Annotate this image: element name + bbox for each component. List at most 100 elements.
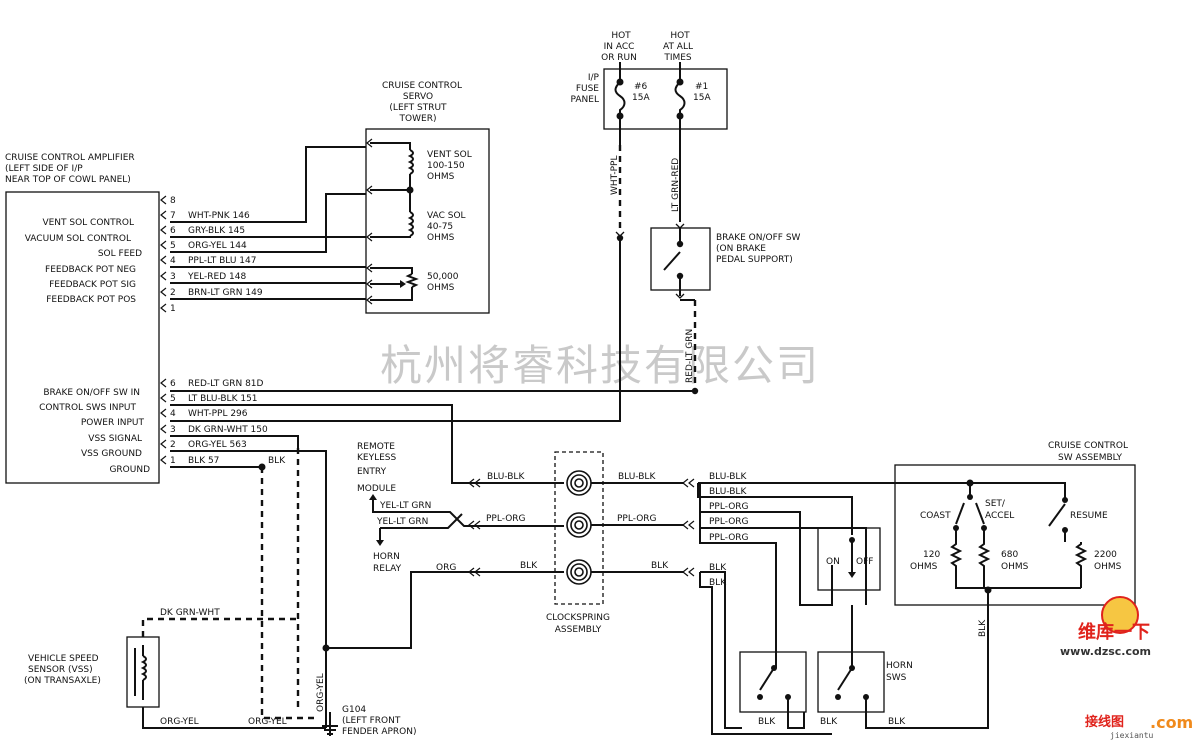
wire-wht-pnk-146 — [170, 146, 366, 223]
wire-label-org: ORG — [436, 563, 456, 573]
sw-distribution-wires — [697, 482, 1066, 735]
logo-com: .com — [1150, 713, 1193, 732]
horn-sw-1-box — [739, 651, 807, 713]
ip-fuse-panel: I/P FUSE PANEL HOT IN ACC OR RUN HOT AT … — [170, 31, 728, 422]
wire-label-yel-lt-grn-2: YEL-LT GRN — [376, 517, 428, 527]
servo-junction — [406, 186, 414, 194]
r2-label-2: OHMS — [1001, 562, 1029, 572]
horn-blk-2: BLK — [820, 717, 838, 727]
on-off-box — [817, 527, 881, 591]
watermark: 杭州将睿科技有限公司 — [380, 341, 820, 390]
pin-upper-1: 1 — [170, 304, 176, 314]
servo-title-2: SERVO — [403, 92, 433, 102]
hot-acc-1: HOT — [611, 31, 631, 41]
rke-arrow — [369, 494, 377, 500]
clockspring-title-1: CLOCKSPRING — [546, 613, 610, 623]
wire-yel-lt-grn-to-horn — [380, 513, 463, 529]
on-off-arrow — [848, 572, 856, 578]
wire-label-dk-grn-wht-horiz: DK GRN-WHT — [160, 608, 220, 618]
pin-lower-2: 2 — [170, 440, 176, 450]
amp-label-ground: GROUND — [109, 465, 150, 475]
horn-sw-2-blade — [837, 667, 853, 691]
ground-desc-2: FENDER APRON) — [342, 727, 417, 737]
vac-sol-label-2: 40-75 — [427, 222, 453, 232]
vss-title-2: SENSOR (VSS) — [28, 665, 93, 675]
amp-connector-chevrons — [160, 195, 167, 465]
wire-label-red-lt-grn-vert: RED-LT GRN — [685, 329, 695, 383]
horn-relay-arrow — [376, 540, 384, 546]
amp-label-sol-feed: SOL FEED — [98, 249, 142, 259]
wire-label-org-yel-vert: ORG-YEL — [316, 673, 326, 712]
vent-sol-label-2: 100-150 — [427, 161, 465, 171]
amp-lower-wires: BLK ORG-YEL — [170, 404, 564, 728]
cs-left-blk: BLK — [520, 561, 538, 571]
horn-sw-grounds — [787, 697, 880, 729]
vss-title-1: VEHICLE SPEED — [28, 654, 99, 664]
brake-sw-title-1: BRAKE ON/OFF SW — [716, 233, 801, 243]
horn-relay-2: RELAY — [373, 564, 402, 574]
wire-label-brn-lt-grn-149: BRN-LT GRN 149 — [188, 288, 263, 298]
servo-title-1: CRUISE CONTROL — [382, 81, 462, 91]
amp-label-brake-sw-in: BRAKE ON/OFF SW IN — [43, 388, 140, 398]
hot-all-2: AT ALL — [663, 42, 693, 52]
pot-top — [370, 267, 413, 274]
servo-vent-top — [370, 142, 411, 150]
sw-in-blk-1: BLK — [709, 563, 727, 573]
ground-desc-1: (LEFT FRONT — [342, 716, 401, 726]
off-label: OFF — [856, 557, 873, 567]
hot-all-1: HOT — [670, 31, 690, 41]
wire-label-red-lt-grn-81d: RED-LT GRN 81D — [188, 379, 264, 389]
vehicle-speed-sensor: VEHICLE SPEED SENSOR (VSS) (ON TRANSAXLE… — [24, 571, 564, 729]
sw-assembly-title-2: SW ASSEMBLY — [1058, 453, 1123, 463]
pot-wiper-arrow — [400, 280, 406, 288]
clockspring-title-2: ASSEMBLY — [555, 625, 602, 635]
wire-org-yel-144 — [170, 193, 366, 253]
wire-label-org-yel-144: ORG-YEL 144 — [188, 241, 247, 251]
servo-vac-bottom — [370, 236, 411, 238]
fuse-panel-title-1: I/P — [588, 73, 600, 83]
vss-coil — [140, 655, 147, 681]
pin-lower-5: 5 — [170, 394, 176, 404]
org-yel-bottom-wire — [142, 707, 326, 729]
wire-label-yel-lt-grn-1: YEL-LT GRN — [379, 501, 431, 511]
fuse-6-amps: 15A — [632, 93, 650, 103]
wire-label-lt-grn-red-vert: LT GRN-RED — [671, 158, 681, 212]
fuse-1-amps: 15A — [693, 93, 711, 103]
fuse-1-label: #1 — [695, 82, 708, 92]
cruise-control-servo: CRUISE CONTROL SERVO (LEFT STRUT TOWER) … — [365, 81, 490, 314]
amplifier-title-2: (LEFT SIDE OF I/P — [5, 164, 83, 174]
fuse-panel-box — [603, 68, 728, 130]
amp-label-vent-sol-control: VENT SOL CONTROL — [42, 218, 134, 228]
wire-label-org-yel-bot-1: ORG-YEL — [160, 717, 199, 727]
pot-bottom — [370, 287, 413, 301]
horn-blk-1: BLK — [758, 717, 776, 727]
pin-upper-7: 7 — [170, 211, 176, 221]
logo-dzsc-cn: 维库一下 — [1078, 621, 1150, 643]
brake-sw-out-chevron — [675, 293, 685, 299]
cs-right-blu-blk: BLU-BLK — [618, 472, 656, 482]
ground-symbol — [322, 725, 338, 735]
wire-org-yel-563 — [170, 450, 327, 728]
wire-label-ppl-lt-blu-147: PPL-LT BLU 147 — [188, 256, 256, 266]
wire-label-lt-blu-blk-151: LT BLU-BLK 151 — [188, 394, 258, 404]
ground-name: G104 — [342, 705, 366, 715]
pin-upper-3: 3 — [170, 272, 176, 282]
set-accel-label-1: SET/ — [985, 499, 1006, 509]
wire-yel-lt-grn-to-rke — [372, 498, 564, 527]
wire-wht-ppl-296 — [170, 238, 621, 422]
r1-label-2: OHMS — [910, 562, 938, 572]
wire-label-blk-top: BLK — [268, 456, 286, 466]
amplifier-title-3: NEAR TOP OF COWL PANEL) — [5, 175, 131, 185]
amp-label-feedback-pot-pos: FEEDBACK POT POS — [46, 295, 136, 305]
r1-resistor — [949, 528, 1081, 589]
clockspring-assembly: CLOCKSPRING ASSEMBLY BLU-BLK PPL-ORG BLK… — [468, 451, 695, 635]
horn-switches: HORN SWS BLK BLK BLK — [739, 605, 913, 729]
resume-top-contact — [1062, 497, 1068, 503]
clockspring-chevrons — [468, 478, 695, 577]
amp-servo-wires — [170, 146, 366, 300]
logo-mascot — [1101, 596, 1139, 634]
dk-grn-wht-dashed-horiz — [141, 617, 298, 637]
hot-all-3: TIMES — [663, 53, 692, 63]
remote-keyless-entry: REMOTE KEYLESS ENTRY MODULE YEL-LT GRN Y… — [357, 442, 564, 574]
logo-jiexian-url: jiexiantu — [1110, 731, 1154, 740]
